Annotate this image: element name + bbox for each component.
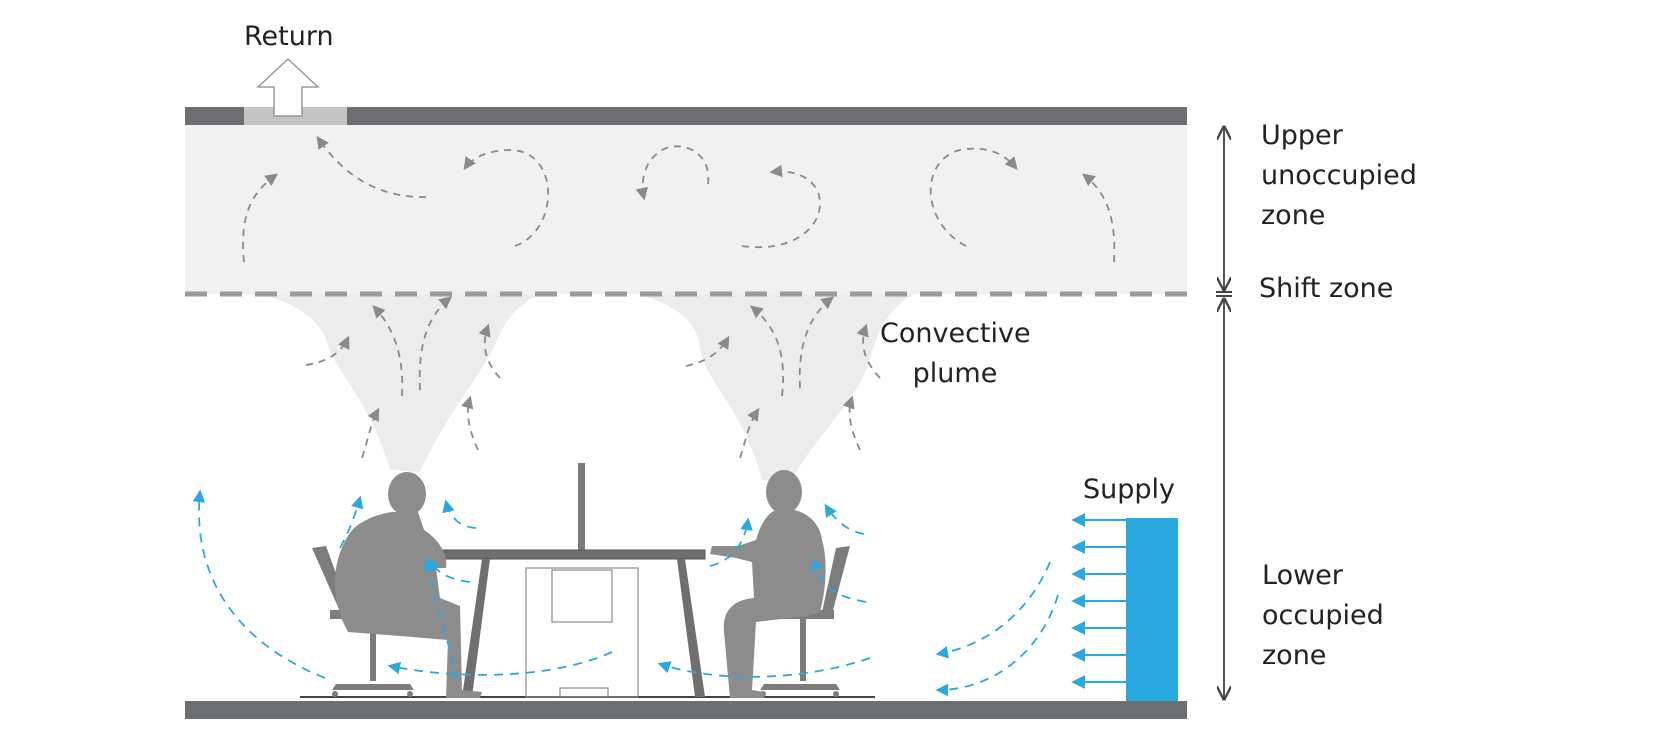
convective-plume-right xyxy=(638,294,915,480)
upper-zone-band xyxy=(185,124,1187,294)
supply-air-arrows xyxy=(1071,513,1126,689)
lower-arrow xyxy=(387,651,613,676)
plume-arrow xyxy=(418,296,452,391)
lower-zone-line: Lower xyxy=(1262,560,1343,591)
plume-arrow xyxy=(305,335,350,366)
plume-arrow xyxy=(361,407,380,459)
plume-arrow xyxy=(856,323,881,379)
lower-arrow xyxy=(709,517,753,567)
lower-arrow xyxy=(935,561,1051,659)
lower-arrow xyxy=(192,489,326,679)
plume-arrow xyxy=(478,323,501,379)
convective-plume-line: Convective xyxy=(880,318,1031,349)
upper-zone-label: Upper unoccupied zone xyxy=(1261,116,1417,236)
convective-plume-label: Convective plume xyxy=(880,314,1031,394)
seated-person-left xyxy=(334,472,482,698)
table-leg xyxy=(677,559,705,697)
convective-plume-left xyxy=(262,294,540,472)
plume-arrow xyxy=(739,407,760,459)
lower-arrow xyxy=(810,557,867,603)
upper-arrow xyxy=(463,149,550,247)
upper-arrow xyxy=(635,145,710,201)
ceiling-slab xyxy=(185,107,1187,125)
table-top xyxy=(429,549,706,560)
lower-zone-line: zone xyxy=(1262,640,1327,671)
plume-air-arrows xyxy=(305,296,881,459)
lower-arrow xyxy=(935,594,1059,697)
lower-zone-air-arrows xyxy=(192,489,1059,697)
seated-person-right xyxy=(710,470,826,698)
lower-arrow xyxy=(339,495,364,549)
zone-dimension-markers xyxy=(1216,127,1232,699)
lower-arrow xyxy=(428,557,471,583)
upper-arrow xyxy=(242,173,279,263)
upper-zone-line: zone xyxy=(1261,200,1326,231)
upper-zone-air-arrows xyxy=(242,135,1116,263)
upper-arrow xyxy=(741,164,821,249)
return-label: Return xyxy=(244,21,334,52)
table-leg xyxy=(462,559,490,697)
lower-zone-label: Lower occupied zone xyxy=(1262,556,1384,676)
convective-plume-line: plume xyxy=(912,358,998,389)
upper-zone-line: unoccupied xyxy=(1261,160,1417,191)
shift-zone-label: Shift zone xyxy=(1259,273,1394,304)
plume-arrow xyxy=(798,296,834,389)
under-table-cabinet xyxy=(525,567,639,698)
supply-diffuser xyxy=(1126,518,1178,701)
plume-arrow xyxy=(461,395,479,451)
lower-arrow xyxy=(824,503,865,535)
upper-arrow xyxy=(316,135,427,198)
lower-arrow xyxy=(657,657,871,678)
return-arrow-icon xyxy=(256,57,320,117)
supply-label: Supply xyxy=(1083,474,1176,505)
plume-arrow xyxy=(842,395,861,451)
upper-zone-line: Upper xyxy=(1261,120,1343,151)
floor-slab xyxy=(185,701,1187,719)
lower-zone-line: occupied xyxy=(1262,600,1384,631)
plume-arrow xyxy=(685,335,730,367)
lower-arrow xyxy=(442,499,477,529)
monitor-pole xyxy=(578,463,585,552)
